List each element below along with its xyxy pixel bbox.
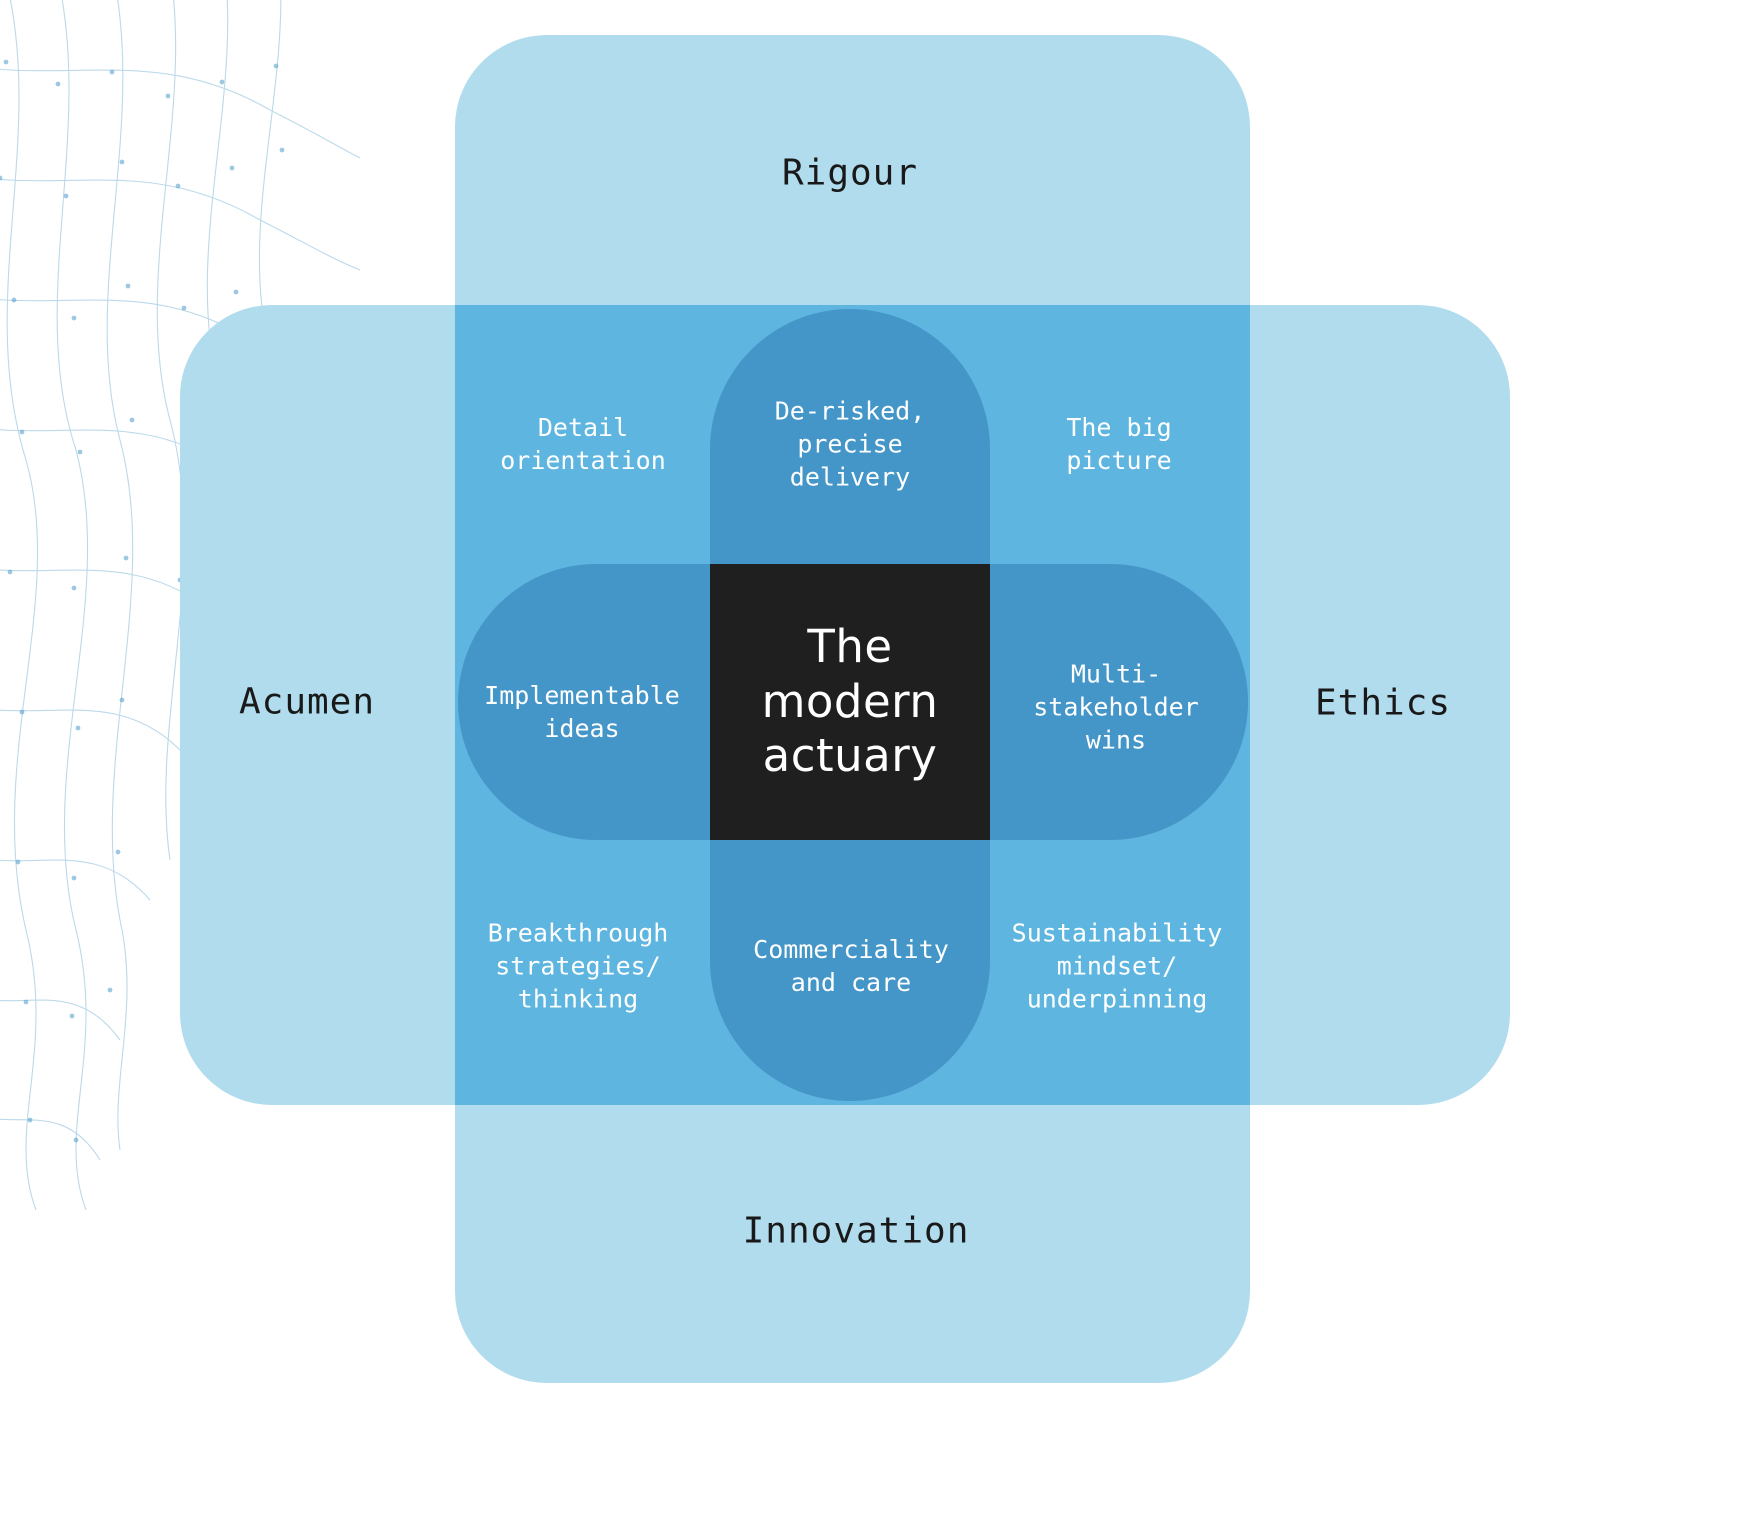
axis-label-acumen: Acumen [238, 681, 376, 723]
axis-label-innovation: Innovation [742, 1210, 970, 1252]
cell-implementable-ideas: Implementable ideas [484, 681, 680, 743]
cell-multi-stakeholder-wins: Multi- stakeholder wins [1033, 659, 1199, 755]
axis-label-ethics: Ethics [1314, 682, 1452, 724]
cell-derisked-delivery: De-risked, precise delivery [774, 396, 926, 492]
cell-detail-orientation: Detail orientation [500, 413, 666, 475]
cell-breakthrough-thinking: Breakthrough strategies/ thinking [487, 918, 669, 1014]
axis-label-rigour: Rigour [781, 152, 919, 194]
cell-sustainability-mindset: Sustainability mindset/ underpinning [1011, 918, 1223, 1014]
center-square: The modern actuary [710, 564, 990, 840]
cell-commerciality-care: Commerciality and care [753, 935, 949, 997]
center-title: The modern actuary [761, 619, 939, 783]
cell-big-picture: The big picture [1066, 413, 1172, 475]
